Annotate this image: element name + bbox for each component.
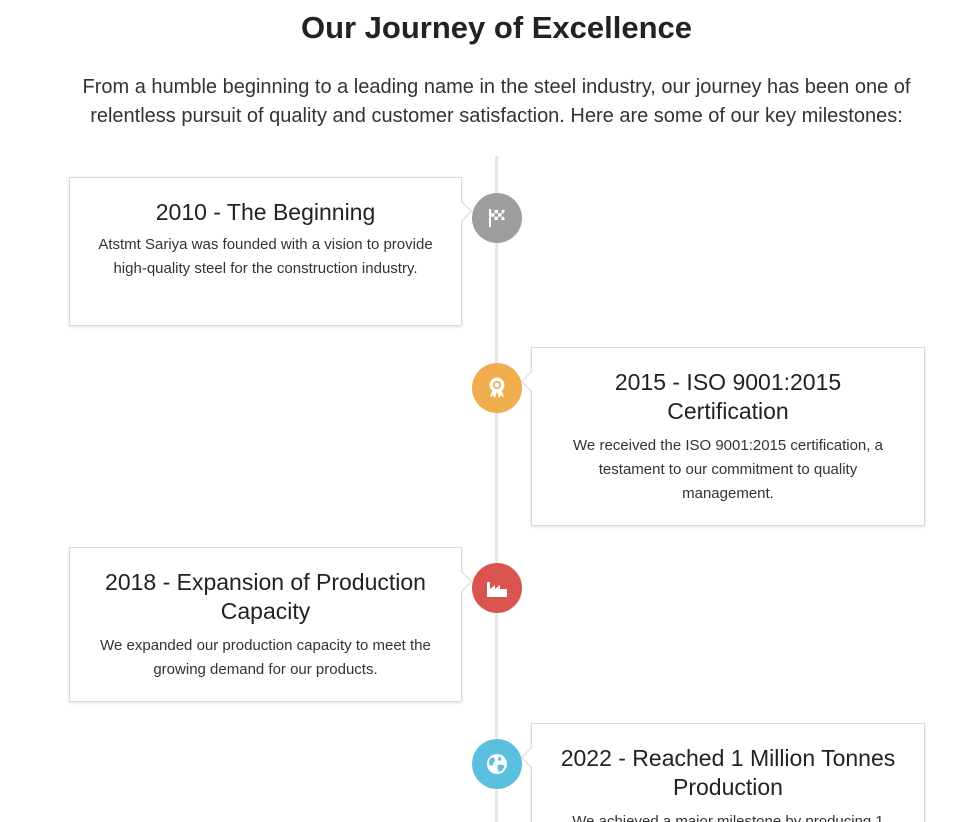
page-title: Our Journey of Excellence xyxy=(300,10,693,45)
milestone-description: We expanded our production capacity to m… xyxy=(100,637,431,678)
timeline-line xyxy=(495,156,498,822)
award-icon xyxy=(472,363,522,413)
milestone-description: Atstmt Sariya was founded with a vision … xyxy=(98,236,433,277)
milestone-card-2018: 2018 - Expansion of Production Capacity … xyxy=(69,547,473,702)
milestone-description: We received the ISO 9001:2015 certificat… xyxy=(573,437,883,502)
intro-text: From a humble beginning to a leading nam… xyxy=(82,76,911,127)
globe-icon xyxy=(472,739,522,789)
milestone-description: We achieved a major milestone by produci… xyxy=(572,813,884,822)
milestone-card-2015: 2015 - ISO 9001:2015 Certification We re… xyxy=(520,347,925,526)
milestone-title: 2010 - The Beginning xyxy=(155,199,376,225)
milestone-title: 2022 - Reached 1 Million Tonnes Producti… xyxy=(560,745,896,800)
industry-icon xyxy=(472,563,522,613)
milestone-title: 2018 - Expansion of Production Capacity xyxy=(105,569,426,624)
milestone-card-2022: 2022 - Reached 1 Million Tonnes Producti… xyxy=(520,723,925,822)
flag-checkered-icon xyxy=(472,193,522,243)
milestone-title: 2015 - ISO 9001:2015 Certification xyxy=(614,369,842,424)
milestone-card-2010: 2010 - The Beginning Atstmt Sariya was f… xyxy=(69,177,473,326)
